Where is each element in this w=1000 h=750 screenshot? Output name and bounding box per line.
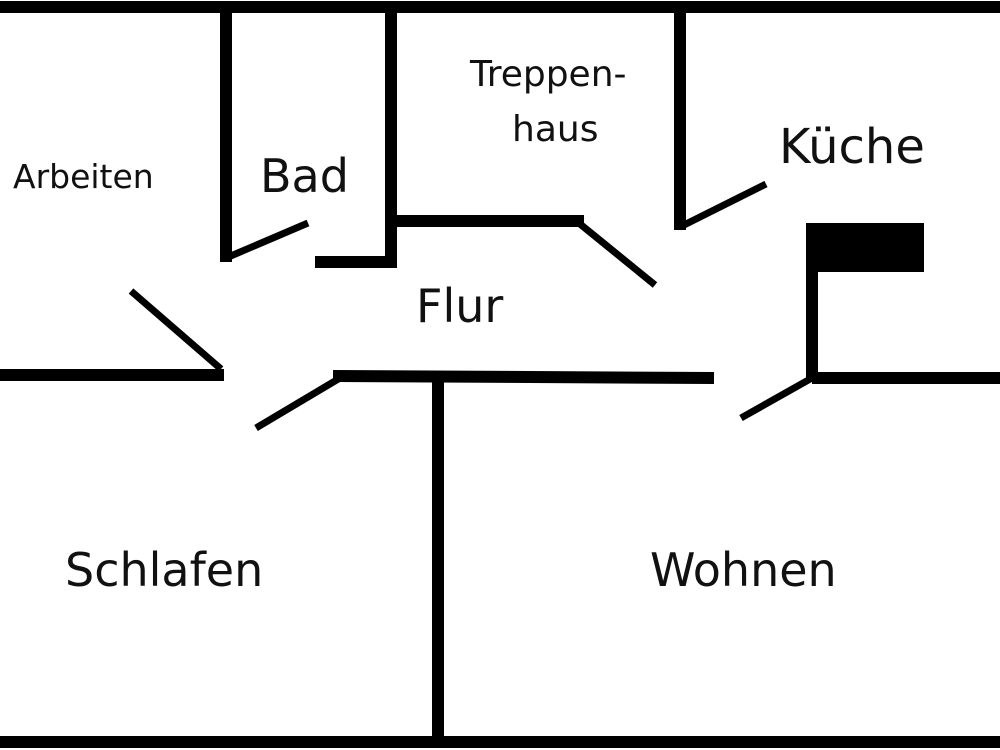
room-label-treppenhaus-line1: Treppen- bbox=[470, 54, 627, 95]
room-label-schlafen: Schlafen bbox=[65, 543, 264, 597]
room-label-flur: Flur bbox=[416, 279, 504, 333]
door-schlafen bbox=[254, 374, 342, 432]
room-label-arbeiten: Arbeiten bbox=[13, 157, 154, 196]
room-label-wohnen: Wohnen bbox=[650, 543, 837, 597]
room-label-treppenhaus-line2: haus bbox=[512, 109, 599, 150]
door-wohnen bbox=[739, 374, 814, 422]
room-label-bad: Bad bbox=[260, 149, 349, 203]
wall-flur-bottom bbox=[332, 370, 715, 384]
chimney-block bbox=[806, 223, 924, 272]
door-arbeiten bbox=[128, 288, 224, 372]
door-bad bbox=[224, 219, 310, 262]
room-label-kueche: Küche bbox=[779, 119, 925, 175]
door-treppenhaus bbox=[577, 221, 658, 288]
door-kueche bbox=[678, 180, 768, 231]
